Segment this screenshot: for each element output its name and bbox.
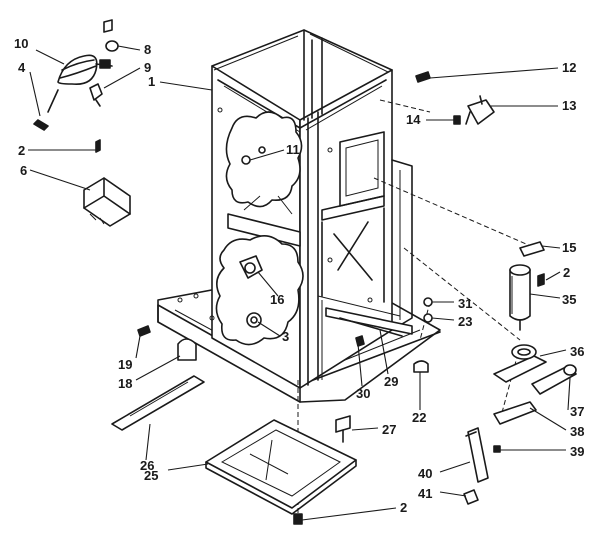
callout-13: 13 (562, 98, 576, 113)
callout-2-capacitor: 2 (563, 265, 570, 280)
callout-10: 10 (14, 36, 28, 51)
callout-25: 25 (144, 468, 158, 483)
callout-26: 26 (140, 458, 154, 473)
callout-29: 29 (384, 374, 398, 389)
callout-1: 1 (148, 74, 155, 89)
callout-22: 22 (412, 410, 426, 425)
callout-38: 38 (570, 424, 584, 439)
power-cord-parts (33, 19, 119, 131)
bracket-part (83, 139, 131, 227)
lower-left-parts (111, 325, 205, 431)
cabinet-frame (157, 29, 441, 403)
callout-27: 27 (382, 422, 396, 437)
callout-16: 16 (270, 292, 284, 307)
callout-6: 6 (20, 163, 27, 178)
lower-right-parts (463, 364, 577, 505)
callout-30: 30 (356, 386, 370, 401)
top-right-parts (415, 71, 495, 125)
leader-lines (28, 45, 571, 521)
bottom-parts (205, 297, 433, 525)
callout-23: 23 (458, 314, 472, 329)
right-side-parts (493, 241, 547, 383)
callout-40: 40 (418, 466, 432, 481)
callout-labels: 1 2 2 2 3 4 6 8 9 10 11 12 13 14 15 16 1… (14, 36, 584, 515)
callout-14: 14 (406, 112, 421, 127)
callout-8: 8 (144, 42, 151, 57)
callout-12: 12 (562, 60, 576, 75)
callout-39: 39 (570, 444, 584, 459)
callout-3: 3 (282, 329, 289, 344)
callout-9: 9 (144, 60, 151, 75)
callout-35: 35 (562, 292, 576, 307)
callout-36: 36 (570, 344, 584, 359)
callout-18: 18 (118, 376, 132, 391)
callout-11: 11 (286, 142, 300, 157)
callout-15: 15 (562, 240, 576, 255)
callout-4: 4 (18, 60, 26, 75)
callout-2-bracket: 2 (18, 143, 25, 158)
callout-37: 37 (570, 404, 584, 419)
callout-41: 41 (418, 486, 432, 501)
callout-19: 19 (118, 357, 132, 372)
callout-31: 31 (458, 296, 472, 311)
callout-2-bottom: 2 (400, 500, 407, 515)
